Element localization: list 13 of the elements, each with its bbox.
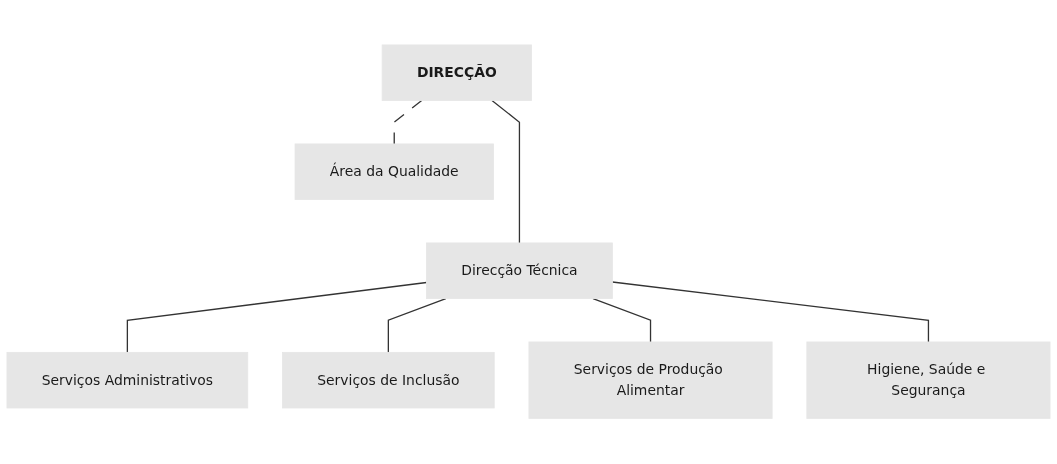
connector: [387, 298, 447, 354]
node-box: Direcção Técnica: [426, 242, 613, 300]
connector: [611, 281, 930, 343]
node-box: Serviços de Produção Alimentar: [528, 341, 773, 420]
node-box: Serviços de Inclusão: [282, 352, 495, 409]
node-box: Área da Qualidade: [294, 143, 494, 201]
connector: [393, 100, 423, 145]
connector: [491, 100, 521, 244]
node-box: Higiene, Saúde e Segurança: [806, 341, 1051, 420]
connector: [592, 298, 652, 343]
node-box: Serviços Administrativos: [6, 352, 249, 409]
connector: [126, 282, 428, 354]
node-box: DIRECÇÃO: [381, 44, 532, 102]
